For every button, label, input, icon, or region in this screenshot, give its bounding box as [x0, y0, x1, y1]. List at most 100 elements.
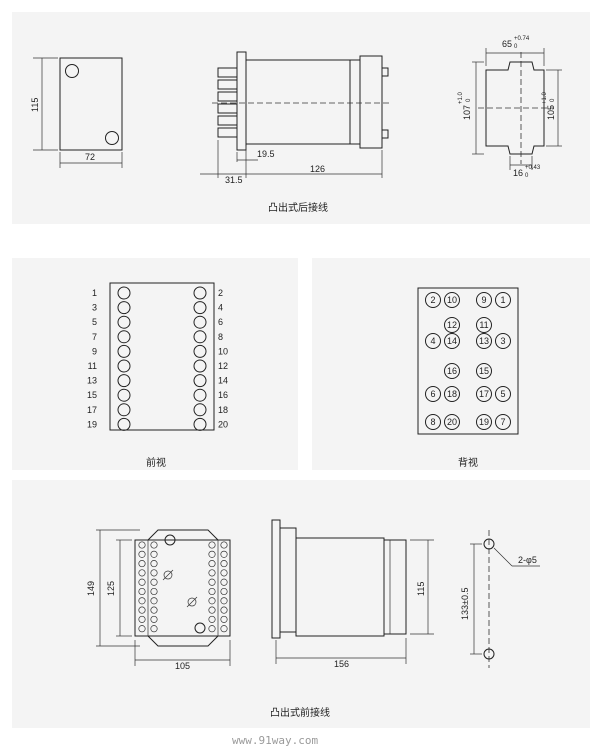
front-right-number: 4 [218, 303, 223, 313]
front-right-terminal [193, 359, 207, 373]
bottom-panel [12, 480, 590, 728]
back-terminal [476, 292, 492, 308]
panel-cutout-drawing: 65 +0.74 0 107 +1.0 0 105 +1.0 0 16 +0.4… [458, 36, 562, 179]
back-terminal-number: 14 [447, 336, 457, 346]
back-terminal-number: 12 [447, 320, 457, 330]
front-terminal-circles [117, 286, 207, 431]
watermark-text: www.91way.com [232, 734, 318, 747]
rear-wiring-side-outline: 19.5 31.5 126 凸出式后接线 [200, 51, 392, 214]
dim-126-label: 126 [310, 164, 325, 174]
strip-terminal [138, 587, 146, 596]
strip-terminal [220, 541, 228, 549]
dim-115-bottom-label: 115 [416, 582, 426, 596]
back-terminal-number: 5 [500, 389, 505, 399]
front-left-terminal [117, 388, 131, 402]
back-terminal-number: 11 [479, 320, 488, 330]
dim-31-5-label: 31.5 [225, 175, 243, 185]
back-terminal-number: 17 [479, 389, 489, 399]
back-terminal [495, 414, 511, 430]
dim-133-label: 133±0.5 [460, 588, 470, 620]
back-terminal [444, 333, 460, 349]
strip-terminal [138, 615, 146, 623]
front-right-terminal [193, 374, 207, 388]
dim-16-label: 16 [513, 168, 523, 178]
strip-terminal [138, 625, 146, 633]
front-wiring-caption: 凸出式前接线 [270, 706, 330, 719]
front-right-number: 2 [218, 288, 223, 298]
top-panel [12, 12, 590, 224]
front-right-terminal [193, 344, 207, 358]
front-right-number: 14 [218, 376, 228, 386]
strip-terminal [138, 606, 146, 614]
strip-terminal [150, 569, 158, 577]
strip-terminal [220, 597, 228, 605]
front-left-number: 19 [87, 419, 97, 429]
front-left-terminal [117, 374, 131, 388]
front-right-number: 12 [218, 361, 228, 371]
back-terminal-number: 10 [447, 295, 457, 305]
front-left-number: 3 [92, 303, 97, 313]
strip-terminal [208, 569, 216, 577]
strip-terminal [208, 597, 216, 605]
strip-terminal [138, 578, 146, 586]
back-terminal [425, 386, 441, 402]
front-right-terminal [193, 301, 207, 315]
dim-hole-label: 2-φ5 [518, 555, 537, 565]
back-terminal [476, 363, 492, 379]
back-terminal [444, 292, 460, 308]
dim-107-tol: +1.0 [458, 91, 464, 104]
back-terminal-number: 8 [430, 417, 435, 427]
back-terminal-number: 7 [500, 417, 505, 427]
front-left-terminal [117, 315, 131, 329]
strip-terminal [208, 541, 216, 549]
strip-terminal [220, 625, 228, 633]
strip-terminal [150, 550, 158, 558]
back-view: 背视 [417, 287, 519, 469]
dim-107-tol0: 0 [466, 98, 472, 102]
front-left-terminal [117, 286, 131, 300]
strip-terminal [208, 606, 216, 614]
strip-terminal [208, 550, 216, 558]
back-terminal-number: 1 [500, 295, 505, 305]
strip-terminal [138, 541, 146, 549]
front-left-number: 11 [88, 361, 97, 371]
strip-terminal [138, 597, 146, 605]
front-left-number: 1 [92, 288, 97, 298]
back-terminal-number: 4 [430, 336, 435, 346]
front-right-terminal [193, 330, 207, 344]
strip-terminal [208, 578, 216, 586]
dim-65-label: 65 [502, 39, 512, 49]
strip-terminal [220, 578, 228, 586]
back-terminal-number: 16 [447, 366, 457, 376]
back-terminal [476, 333, 492, 349]
front-left-terminal [117, 403, 131, 417]
front-right-terminal [193, 417, 207, 431]
dim-115-label: 115 [30, 98, 40, 112]
strip-terminal [150, 560, 158, 568]
front-left-terminal [117, 344, 131, 358]
strip-terminal [220, 560, 228, 568]
front-right-terminal [193, 388, 207, 402]
front-left-number: 9 [92, 346, 97, 356]
back-terminal-number: 2 [430, 295, 435, 305]
dim-105-tol: +1.0 [542, 91, 548, 104]
back-terminal [444, 363, 460, 379]
front-wiring-front-outline: 149 125 105 [86, 529, 231, 671]
strip-terminal [150, 625, 158, 633]
dim-149-label: 149 [86, 581, 96, 596]
back-terminal [425, 414, 441, 430]
front-right-number: 10 [218, 346, 228, 356]
strip-terminal [150, 597, 158, 605]
strip-terminal [220, 569, 228, 577]
back-terminal-number: 6 [430, 389, 435, 399]
rear-wiring-caption: 凸出式后接线 [268, 201, 328, 214]
front-right-terminal [193, 315, 207, 329]
front-right-number: 18 [218, 405, 228, 415]
dim-105-tol0: 0 [550, 98, 556, 102]
front-right-number: 16 [218, 390, 228, 400]
strip-terminal [150, 606, 158, 614]
back-terminal [444, 317, 460, 333]
